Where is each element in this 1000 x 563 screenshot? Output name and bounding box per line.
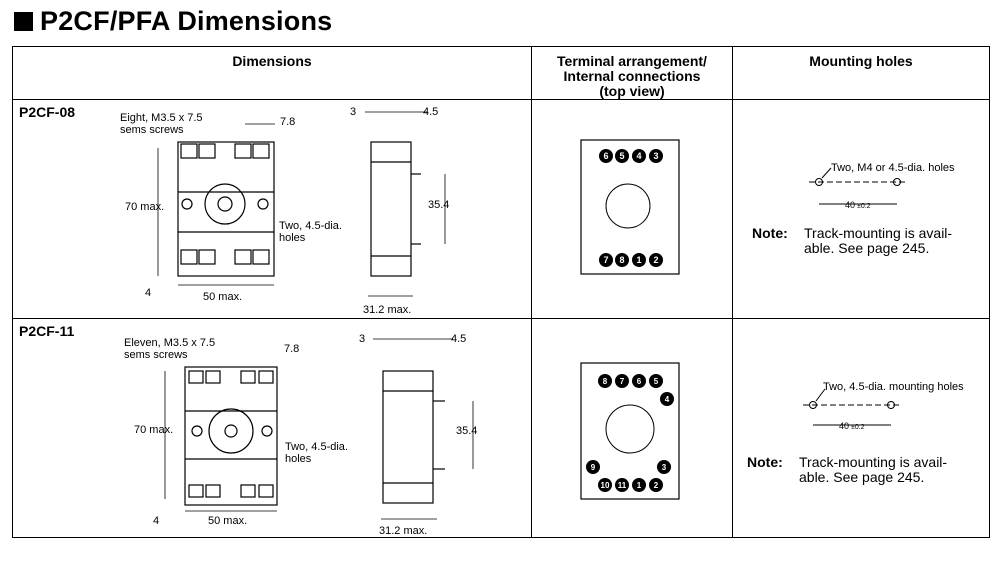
mount-tol: ±0.2 (851, 424, 865, 431)
p2cf11-drawing (164, 338, 474, 520)
note-label: Note: (752, 225, 788, 241)
terminals-top (599, 149, 663, 163)
mount-dim: 40 (839, 421, 849, 431)
mount-diagram-p2cf08: 40 ±0.2 (809, 167, 907, 210)
table-row: P2CF-11 Eleven, M3.5 x 7.5 sems screws T… (12, 318, 990, 538)
terminal-5: 5 (619, 151, 624, 161)
holes-note: Two, 4.5-dia. holes (285, 441, 348, 465)
title-text: P2CF/PFA Dimensions (40, 5, 333, 36)
side-dim-3-label: 3 (350, 106, 357, 118)
terminal-9: 9 (591, 463, 596, 472)
terminal-1: 1 (636, 255, 641, 265)
title-square-icon (14, 11, 33, 31)
mount-label: Two, 4.5-dia. mounting holes (823, 381, 964, 393)
terminal-8: 8 (619, 255, 624, 265)
terminal-2: 2 (653, 255, 658, 265)
terminal-6: 6 (603, 151, 608, 161)
note-line1: Track-mounting is avail- (804, 225, 953, 241)
terminal-cell-p2cf08: 6 5 4 3 7 8 1 2 (532, 100, 732, 318)
dim-4-label: 4 (153, 515, 160, 527)
note-line2: able. See page 245. (804, 240, 930, 256)
terminal-4: 4 (636, 151, 641, 161)
mount-tol: ±0.2 (857, 203, 871, 210)
front-view (164, 366, 278, 512)
side-dim-45-label: 4.5 (451, 333, 467, 345)
model-label: P2CF-08 (19, 104, 76, 120)
terminal-diagram-p2cf11: 8 7 6 5 4 9 3 10 11 1 2 (580, 362, 680, 500)
terminal-cell-p2cf11: 8 7 6 5 4 9 3 10 11 1 2 (532, 319, 732, 537)
terminal-7: 7 (620, 377, 625, 386)
table-header-row: Dimensions Terminal arrangement/ Interna… (12, 46, 990, 100)
dim-78-label: 7.8 (280, 116, 296, 128)
mounting-cell-p2cf11: Two, 4.5-dia. mounting holes 40 ±0.2 Not… (733, 319, 989, 537)
screws-note: Eleven, M3.5 x 7.5 sems screws (124, 337, 216, 361)
terminal-5: 5 (654, 377, 659, 386)
terminal-2: 2 (654, 481, 659, 490)
table-row: P2CF-08 Eight, M3.5 x 7.5 sems screws Tw… (12, 99, 990, 319)
holes-note: Two, 4.5-dia. holes (279, 220, 342, 244)
terminal-7: 7 (603, 255, 608, 265)
dimensions-cell-p2cf08: P2CF-08 Eight, M3.5 x 7.5 sems screws Tw… (13, 100, 531, 318)
header-mounting: Mounting holes (732, 46, 990, 100)
header-terminal-line1: Terminal arrangement/ (557, 53, 707, 69)
side-width-label: 31.2 max. (363, 304, 412, 316)
terminal-4: 4 (665, 395, 670, 404)
mount-label: Two, M4 or 4.5-dia. holes (831, 162, 955, 174)
width-label: 50 max. (208, 515, 248, 527)
track-note: Note: Track-mounting is avail- able. See… (747, 455, 947, 485)
terminal-diagram-p2cf08: 6 5 4 3 7 8 1 2 (580, 139, 680, 275)
screws-note: Eight, M3.5 x 7.5 sems screws (120, 112, 203, 136)
terminal-3: 3 (662, 463, 667, 472)
mounting-cell-p2cf08: Two, M4 or 4.5-dia. holes 40 ±0.2 Note: … (733, 100, 989, 318)
dim-78-label: 7.8 (284, 343, 300, 355)
note-label: Note: (747, 454, 783, 470)
p2cf08-drawing (157, 111, 446, 297)
terminal-6: 6 (637, 377, 642, 386)
note-line1: Track-mounting is avail- (799, 454, 948, 470)
side-height-label: 35.4 (428, 199, 450, 211)
side-dim-3-label: 3 (359, 333, 366, 345)
dimensions-cell-p2cf11: P2CF-11 Eleven, M3.5 x 7.5 sems screws T… (13, 319, 531, 537)
mount-dim: 40 (845, 200, 855, 210)
terminal-11: 11 (618, 481, 627, 490)
side-view (365, 111, 446, 297)
header-terminal: Terminal arrangement/ Internal connectio… (531, 46, 733, 100)
side-width-label: 31.2 max. (379, 525, 428, 537)
note-line2: able. See page 245. (799, 469, 925, 485)
header-dimensions: Dimensions (12, 46, 532, 100)
track-note: Note: Track-mounting is avail- able. See… (752, 226, 952, 256)
side-view (373, 338, 474, 520)
terminal-10: 10 (601, 481, 610, 490)
dim-4-label: 4 (145, 287, 152, 299)
page-title: P2CF/PFA Dimensions (14, 4, 332, 38)
header-terminal-line2: Internal connections (563, 68, 701, 84)
height-label: 70 max. (125, 201, 165, 213)
width-label: 50 max. (203, 291, 243, 303)
front-view (157, 123, 275, 286)
side-dim-45-label: 4.5 (423, 106, 439, 118)
terminal-3: 3 (653, 151, 658, 161)
dimensions-table: Dimensions Terminal arrangement/ Interna… (12, 46, 990, 538)
terminals-bottom (599, 253, 663, 267)
height-label: 70 max. (134, 424, 174, 436)
side-height-label: 35.4 (456, 425, 478, 437)
terminal-8: 8 (603, 377, 608, 386)
model-label: P2CF-11 (19, 323, 75, 339)
header-terminal-line3: (top view) (599, 83, 665, 99)
terminal-1: 1 (637, 481, 642, 490)
mount-diagram-p2cf11: 40 ±0.2 (803, 388, 901, 431)
